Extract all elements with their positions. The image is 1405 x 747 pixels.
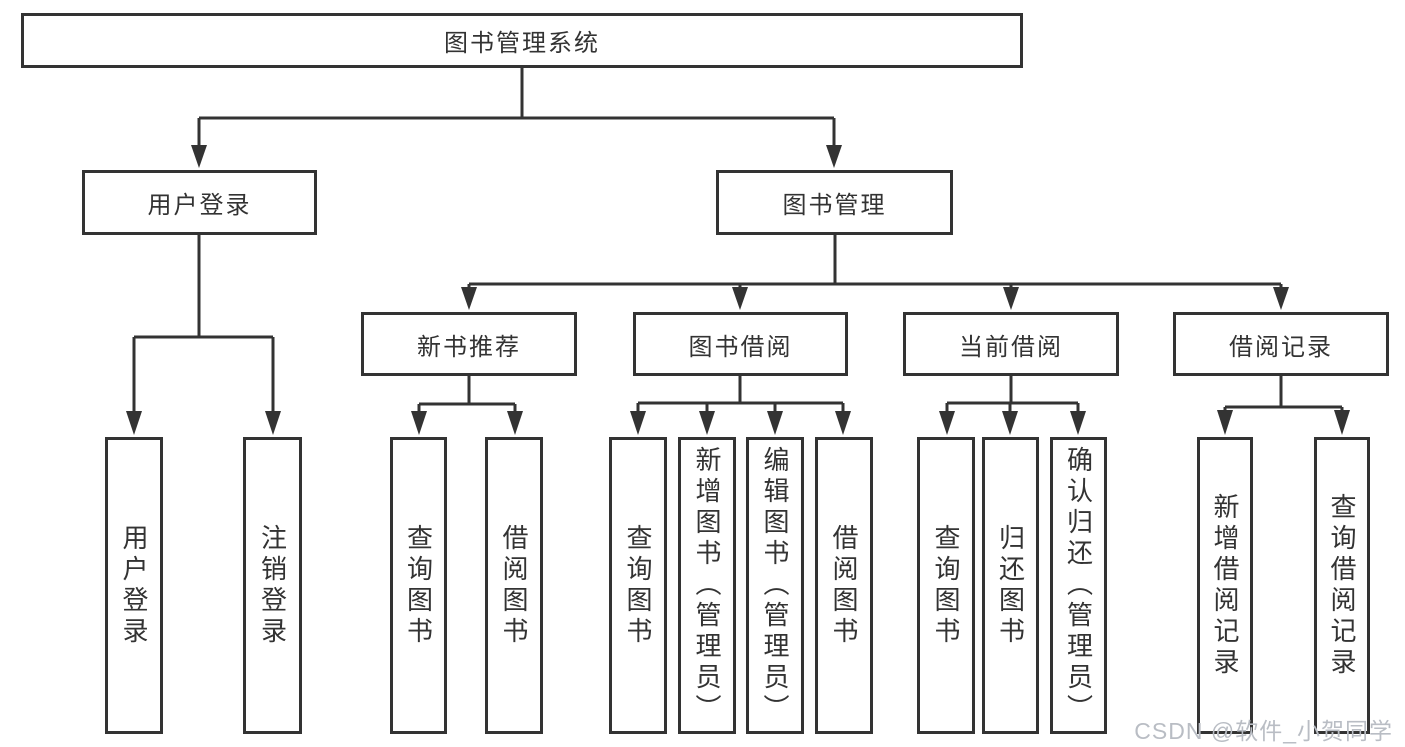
leaf-recommend-borrow-books: 借阅图书 bbox=[485, 437, 543, 734]
leaf-record-query-label: 查询借阅记录 bbox=[1327, 492, 1357, 679]
arrow-down-icon bbox=[1217, 410, 1233, 435]
arrow-down-icon bbox=[732, 287, 748, 310]
leaf-logout-label: 注销登录 bbox=[257, 523, 288, 648]
arrowhead-icons bbox=[126, 145, 1350, 435]
arrow-down-icon bbox=[265, 411, 281, 435]
arrow-down-icon bbox=[1070, 411, 1086, 435]
leaf-recommend-query-books-label: 查询图书 bbox=[403, 523, 434, 648]
leaf-recommend-query-books: 查询图书 bbox=[390, 437, 447, 734]
node-user-login-label: 用户登录 bbox=[147, 192, 252, 219]
arrow-down-icon bbox=[939, 411, 955, 435]
leaf-user-login: 用户登录 bbox=[105, 437, 163, 734]
leaf-borrow-query-books-label: 查询图书 bbox=[623, 523, 653, 648]
node-root-label: 图书管理系统 bbox=[444, 30, 600, 57]
leaf-current-return-books: 归还图书 bbox=[982, 437, 1039, 734]
leaf-borrow-borrow-books-label: 借阅图书 bbox=[829, 523, 859, 648]
arrow-down-icon bbox=[1002, 411, 1018, 435]
arrow-down-icon bbox=[507, 411, 523, 435]
leaf-borrow-add-books: 新增图书（管理员） bbox=[678, 437, 736, 734]
leaf-record-add-label: 新增借阅记录 bbox=[1210, 492, 1240, 679]
leaf-borrow-edit-books-label: 编辑图书（管理员） bbox=[760, 446, 790, 725]
leaf-borrow-add-books-label: 新增图书（管理员） bbox=[692, 446, 722, 725]
arrow-down-icon bbox=[126, 411, 142, 435]
arrow-down-icon bbox=[461, 287, 477, 310]
leaf-current-return-books-label: 归还图书 bbox=[995, 523, 1026, 648]
arrow-down-icon bbox=[411, 411, 427, 435]
leaf-record-query: 查询借阅记录 bbox=[1314, 437, 1370, 734]
arrow-down-icon bbox=[699, 411, 715, 435]
node-book-management-label: 图书管理 bbox=[782, 192, 887, 219]
arrow-down-icon bbox=[826, 145, 842, 168]
node-borrow-record: 借阅记录 bbox=[1173, 312, 1389, 376]
node-book-borrow-label: 图书借阅 bbox=[688, 333, 793, 361]
leaf-current-query-books: 查询图书 bbox=[917, 437, 975, 734]
leaf-recommend-borrow-books-label: 借阅图书 bbox=[499, 523, 529, 648]
node-new-book-recommend: 新书推荐 bbox=[361, 312, 577, 376]
csdn-watermark: CSDN @软件_小贺同学 bbox=[1134, 718, 1393, 744]
node-borrow-record-label: 借阅记录 bbox=[1229, 333, 1333, 361]
leaf-record-add: 新增借阅记录 bbox=[1197, 437, 1253, 734]
arrow-down-icon bbox=[767, 411, 783, 435]
arrow-down-icon bbox=[1003, 287, 1019, 310]
arrow-down-icon bbox=[835, 411, 851, 435]
node-new-book-recommend-label: 新书推荐 bbox=[417, 333, 521, 361]
leaf-borrow-borrow-books: 借阅图书 bbox=[815, 437, 873, 734]
leaf-current-confirm-return-label: 确认归还（管理员） bbox=[1063, 446, 1094, 725]
node-user-login: 用户登录 bbox=[82, 170, 317, 235]
leaf-current-confirm-return: 确认归还（管理员） bbox=[1050, 437, 1107, 734]
leaf-current-query-books-label: 查询图书 bbox=[931, 523, 961, 648]
arrow-down-icon bbox=[1334, 410, 1350, 435]
leaf-borrow-query-books: 查询图书 bbox=[609, 437, 667, 734]
arrow-down-icon bbox=[191, 145, 207, 168]
node-current-borrow: 当前借阅 bbox=[903, 312, 1119, 376]
arrow-down-icon bbox=[1273, 287, 1289, 310]
node-current-borrow-label: 当前借阅 bbox=[959, 333, 1063, 361]
node-book-management: 图书管理 bbox=[716, 170, 953, 235]
leaf-logout: 注销登录 bbox=[243, 437, 302, 734]
node-root: 图书管理系统 bbox=[21, 13, 1023, 68]
arrow-down-icon bbox=[630, 411, 646, 435]
leaf-borrow-edit-books: 编辑图书（管理员） bbox=[746, 437, 804, 734]
leaf-user-login-label: 用户登录 bbox=[119, 523, 149, 648]
node-book-borrow: 图书借阅 bbox=[633, 312, 848, 376]
